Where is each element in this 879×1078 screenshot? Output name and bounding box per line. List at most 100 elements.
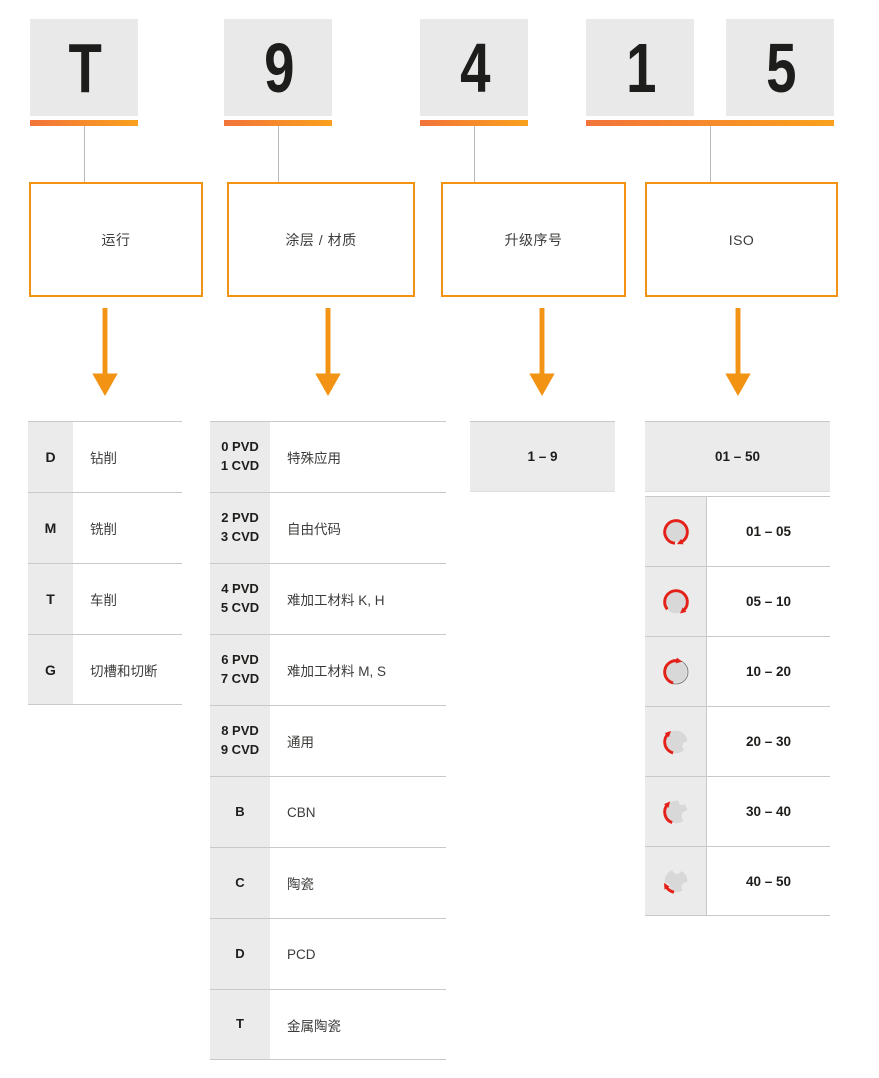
label-operation: 运行 [101,231,131,248]
row-value: 05 – 10 [745,594,792,609]
orange-underline-4 [586,120,834,126]
row-value: 10 – 20 [745,664,792,679]
table-row: 0 PVD 1 CVD 特殊应用 [210,421,446,492]
half-circle-arrow-outline-icon [662,657,688,684]
table-row: 2 PVD 3 CVD 自由代码 [210,492,446,563]
row-key: B [210,777,272,847]
row-key: 6 PVD 7 CVD [210,635,272,705]
row-value: 陶瓷 [287,877,314,892]
row-value: CBN [287,804,316,820]
code-char-box-3: 4 [420,19,528,116]
code-char-1: T [68,28,101,107]
iso-total-range: 01 – 50 [714,449,761,464]
icon-cell [645,497,707,566]
table-row: B CBN [210,776,446,847]
label-box-upgrade: 升级序号 [441,182,626,297]
row-key: T [28,564,75,634]
row-value: 通用 [287,735,314,750]
down-arrow-icon-4 [725,308,751,396]
label-iso: ISO [728,231,755,248]
small-arrow-heavily-worn-disc-icon [661,864,691,894]
code-char-2: 9 [263,28,294,107]
row-value: 30 – 40 [745,804,792,819]
icon-cell [645,637,707,706]
row-key: 2 PVD 3 CVD [210,493,272,563]
row-key: 4 PVD 5 CVD [210,564,272,634]
label-upgrade: 升级序号 [504,231,563,248]
table-row: T 金属陶瓷 [210,989,446,1060]
row-key: M [28,493,75,563]
row-key: 0 PVD 1 CVD [210,422,272,492]
row-value: PCD [287,946,316,962]
row-key: D [28,422,75,492]
table-row: 20 – 30 [645,706,830,776]
code-char-box-4: 1 [586,19,694,116]
quarter-arrow-notched-disc-icon [662,730,692,754]
table-row: 6 PVD 7 CVD 难加工材料 M, S [210,634,446,705]
icon-cell [645,567,707,636]
connector-line-2 [278,126,279,182]
table-row: T 车削 [28,563,182,634]
iso-header: 01 – 50 [645,421,830,492]
row-value: 金属陶瓷 [287,1018,341,1034]
table-row: C 陶瓷 [210,847,446,918]
table-row: 4 PVD 5 CVD 难加工材料 K, H [210,563,446,634]
orange-underline-1 [30,120,138,126]
upgrade-range: 1 – 9 [527,449,558,464]
table-row: G 切槽和切断 [28,634,182,705]
table-row: D PCD [210,918,446,989]
code-char-5: 5 [765,28,796,107]
table-row: M 铣削 [28,492,182,563]
iso-rows: 01 – 05 05 – 10 10 – 20 20 – 30 30 – 40 … [645,496,830,916]
label-coating: 涂层 / 材质 [285,231,357,248]
icon-cell [645,707,707,776]
code-char-3: 4 [459,28,490,107]
down-arrow-icon-3 [529,308,555,396]
label-box-iso: ISO [645,182,838,297]
row-key: G [28,635,75,704]
row-key: D [210,919,272,989]
table-row: 40 – 50 [645,846,830,916]
operation-table: D 钻削 M 铣削 T 车削 G 切槽和切断 [28,421,182,705]
table-row: D 钻削 [28,421,182,492]
table-row: 10 – 20 [645,636,830,706]
label-box-operation: 运行 [29,182,203,297]
row-key: T [210,990,272,1059]
row-value: 车削 [90,593,117,608]
code-char-box-5: 5 [726,19,834,116]
row-value: 20 – 30 [745,734,792,749]
down-arrow-icon-1 [92,308,118,396]
row-key: 8 PVD 9 CVD [210,706,272,776]
row-value: 难加工材料 K, H [287,593,385,608]
row-value: 自由代码 [287,522,341,537]
icon-cell [645,777,707,846]
full-circle-arrow-icon [662,518,689,545]
table-row: 8 PVD 9 CVD 通用 [210,705,446,776]
connector-line-3 [474,126,475,182]
row-value: 钻削 [90,451,117,466]
orange-underline-3 [420,120,528,126]
code-char-box-2: 9 [224,19,332,116]
icon-cell [645,847,707,915]
iso-table: 01 – 50 01 – 05 05 – 10 10 – 20 20 – 30 … [645,421,830,916]
three-quarter-circle-arrow-icon [662,588,689,613]
code-char-4: 1 [625,28,656,107]
row-value: 特殊应用 [287,451,341,466]
row-value: 01 – 05 [745,524,792,539]
code-char-box-1: T [30,19,138,116]
quarter-arrow-worn-disc-icon [662,797,693,824]
connector-line-4 [710,126,711,182]
coating-table: 0 PVD 1 CVD 特殊应用 2 PVD 3 CVD 自由代码 4 PVD … [210,421,446,1060]
table-row: 05 – 10 [645,566,830,636]
label-box-coating: 涂层 / 材质 [227,182,415,297]
row-value: 40 – 50 [745,873,792,889]
upgrade-range-box: 1 – 9 [470,421,615,492]
down-arrow-icon-2 [315,308,341,396]
row-value: 难加工材料 M, S [287,664,387,679]
orange-underline-2 [224,120,332,126]
table-row: 30 – 40 [645,776,830,846]
row-key: C [210,848,272,918]
row-value: 铣削 [90,522,117,537]
table-row: 01 – 05 [645,496,830,566]
